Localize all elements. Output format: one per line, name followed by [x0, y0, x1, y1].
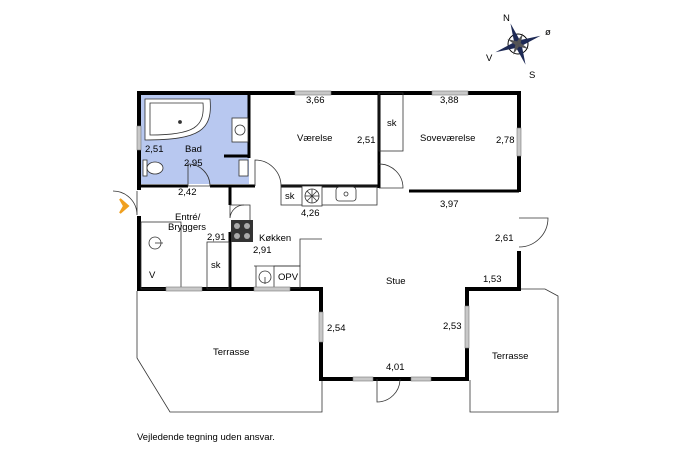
- kokken-counter-dim: 4,26: [301, 208, 320, 219]
- compass-n: N: [503, 13, 510, 24]
- stue-name: Stue: [386, 276, 406, 287]
- toilet-icon: [142, 159, 164, 177]
- sovevaerelse-dim1: 3,88: [440, 95, 459, 106]
- bathroom-sink-icon: [231, 117, 249, 143]
- entre-dim1: 2,42: [178, 187, 197, 198]
- stue-dim-right: 2,61: [495, 233, 514, 244]
- terrasse-left-name: Terrasse: [213, 347, 249, 358]
- sovevaerelse-name: Soveværelse: [420, 133, 475, 144]
- stue-dim-step: 1,53: [483, 274, 502, 285]
- bathroom-fixture-small: [238, 159, 249, 177]
- sovevaerelse-dim2: 2,78: [496, 135, 515, 146]
- sovevaerelse-closet: sk: [387, 118, 397, 129]
- dishwasher-sink-icon: [258, 270, 272, 284]
- compass-v: V: [486, 53, 493, 64]
- bad-dim2: 2,95: [184, 158, 203, 169]
- stue-dim-left: 2,54: [327, 323, 346, 334]
- bad-name: Bad: [185, 144, 202, 155]
- entre-fixture: V: [149, 270, 156, 281]
- kokken-dim1: 2,91: [253, 245, 272, 256]
- entre-name-line1: Entré/: [175, 212, 201, 223]
- vaerelse-dim2: 2,51: [357, 135, 376, 146]
- stue-dim-right2: 2,53: [443, 321, 462, 332]
- entry-arrow-icon: [119, 198, 130, 214]
- windows: [136, 90, 522, 382]
- terrasse-right-name: Terrasse: [492, 351, 528, 362]
- fireplace-icon: [301, 185, 323, 207]
- bathtub-icon: [144, 98, 211, 141]
- stove-icon: [231, 220, 253, 242]
- terrace-right-outline: [468, 288, 559, 413]
- vaerelse-dim1: 3,66: [306, 95, 325, 106]
- vaerelse-name: Værelse: [297, 133, 332, 144]
- stue-dim-bottom: 4,01: [386, 362, 405, 373]
- entre-name-line2: Bryggers: [168, 222, 206, 233]
- utility-sink-icon: [148, 236, 163, 250]
- compass-rose-icon: [495, 23, 541, 65]
- stue-dim-top: 3,97: [440, 199, 459, 210]
- bad-dim1: 2,51: [145, 144, 164, 155]
- compass-o: ø: [545, 27, 551, 38]
- entre-closet: sk: [211, 260, 221, 271]
- kokken-fixture: OPV: [278, 272, 299, 283]
- kitchen-sink-icon: [335, 186, 357, 202]
- entre-dim2: 2,91: [207, 232, 226, 243]
- doors: [112, 159, 549, 403]
- compass-s: S: [529, 70, 535, 81]
- kokken-name: Køkken: [259, 233, 291, 244]
- disclaimer-text: Vejledende tegning uden ansvar.: [137, 432, 275, 443]
- kokken-closet: sk: [285, 191, 295, 202]
